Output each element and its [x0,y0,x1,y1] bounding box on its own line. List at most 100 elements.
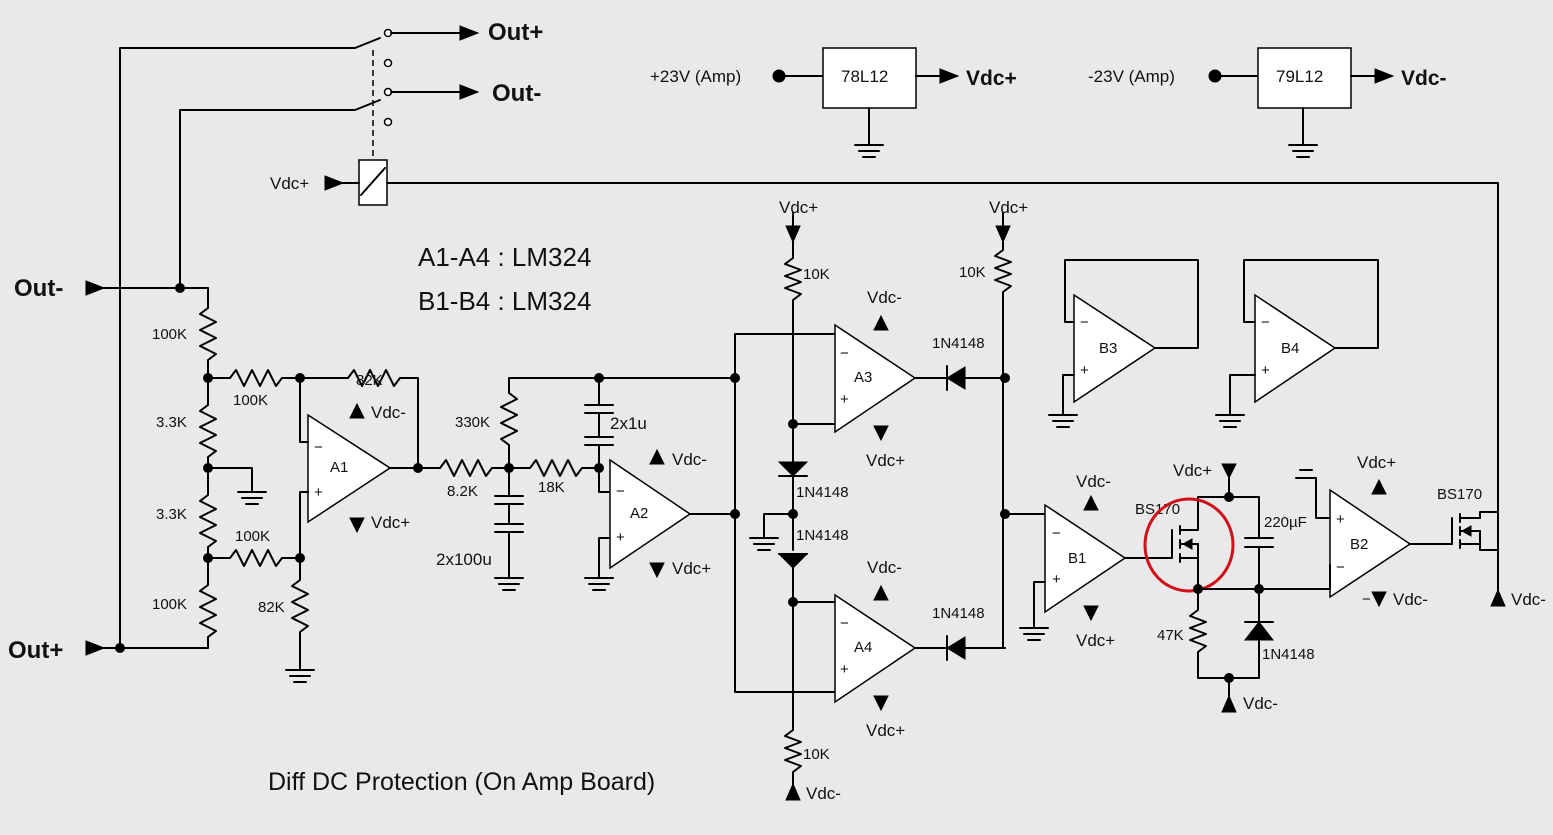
r-330k-label: 330K [455,414,490,431]
q-bs170-b-label: BS170 [1437,486,1482,503]
b2-plus: + [1336,511,1345,528]
opamp-b1 [1019,494,1173,641]
reg2-output-label: Vdc- [1401,67,1447,90]
r-33k-b-label: 3.3K [156,506,187,523]
a2-plus: + [616,529,625,546]
b3-label: B3 [1099,340,1117,357]
opamp-b3 [1048,259,1199,428]
b2-vneg-label: Vdc- [1393,590,1428,609]
a4-vpos-label: Vdc+ [866,721,905,740]
a2-vneg-label: Vdc- [672,450,707,469]
r-47k-label: 47K [1157,627,1184,644]
relay-vdc-label: Vdc+ [270,174,309,193]
b2-label: B2 [1350,536,1368,553]
d-a4-label: 1N4148 [932,605,985,622]
note-a-parts: A1-A4 : LM324 [418,242,591,272]
ladder-vpos-label: Vdc+ [779,198,818,217]
out-plus-arrow [85,640,106,656]
reg1-input-label: +23V (Amp) [650,67,741,86]
r-100k-b-label: 100K [235,528,270,545]
a2-vpos-label: Vdc+ [672,559,711,578]
b1-label: B1 [1068,550,1086,567]
timing-network [1189,463,1331,713]
d-a3-label: 1N4148 [932,335,985,352]
a1-vpos-label: Vdc+ [371,513,410,532]
opamp-a1 [285,369,441,683]
d-dn-label: 1N4148 [796,527,849,544]
a3-label: A3 [854,369,872,386]
b2-vpos-label: Vdc+ [1357,453,1396,472]
opamp-b4 [1215,259,1379,428]
a4-vneg-label: Vdc- [867,558,902,577]
out-plus-top-label: Out+ [488,19,543,46]
window-bus [730,212,836,801]
r-100k-top-label: 100K [152,326,187,343]
opamp-a4 [834,584,1006,712]
b1-vpos-label: Vdc+ [1076,631,1115,650]
r-10k-top-label: 10K [803,266,830,283]
out-minus-arrow [85,280,106,296]
timer-vneg-label: Vdc- [1243,694,1278,713]
q-bs170-a-label: BS170 [1135,501,1180,518]
relay-contacts [119,25,1499,649]
r-10k-bot-label: 10K [803,746,830,763]
ladder-vneg-label: Vdc- [806,784,841,803]
pullup-vpos-label: Vdc+ [989,198,1028,217]
b4-minus: − [1261,314,1270,331]
r-82-series-label: 8.2K [447,483,478,500]
a3-vneg-label: Vdc- [867,288,902,307]
opamp-a2 [584,448,736,591]
filter-network [417,373,736,591]
a4-minus: − [840,615,849,632]
a4-label: A4 [854,639,872,656]
a4-plus: + [840,661,849,678]
timer-vpos-label: Vdc+ [1173,461,1212,480]
r-18k-label: 18K [538,479,565,496]
a2-label: A2 [630,505,648,522]
opamp-b2 [1295,469,1453,608]
c-2x100u-label: 2x100u [436,550,492,569]
out-minus-top-label: Out- [492,80,541,107]
c-220uf-label: 220µF [1264,514,1307,531]
driver-vneg-label: Vdc- [1511,590,1546,609]
b2-vneg-minus: − [1362,591,1371,608]
r-82k-bot-label: 82K [258,599,285,616]
reg2-input-label: -23V (Amp) [1088,67,1175,86]
input-divider [199,287,301,649]
b2-minus: − [1336,559,1345,576]
b4-plus: + [1261,362,1270,379]
b3-plus: + [1080,362,1089,379]
a1-vneg-label: Vdc- [371,403,406,422]
out-plus-input-label: Out+ [8,637,63,664]
d-up-label: 1N4148 [796,484,849,501]
reg2-part-label: 79L12 [1276,67,1323,86]
b1-plus: + [1052,571,1061,588]
r-100k-bot-label: 100K [152,596,187,613]
r-10k-right-label: 10K [959,264,986,281]
highlight-circle [1143,497,1235,593]
d-b-label: 1N4148 [1262,646,1315,663]
r-100k-a-label: 100K [233,392,268,409]
mosfet-bs170-a [1171,496,1230,590]
r-82k-top-label: 82K [356,372,383,389]
a1-plus: + [314,484,323,501]
diagram-title: Diff DC Protection (On Amp Board) [268,768,655,796]
a3-plus: + [840,391,849,408]
mosfet-bs170-b [1451,511,1506,607]
b1-minus: − [1052,525,1061,542]
or-node [994,212,1046,649]
note-b-parts: B1-B4 : LM324 [418,286,591,316]
a2-minus: − [616,483,625,500]
reg1-output-label: Vdc+ [966,67,1017,90]
a3-minus: − [840,345,849,362]
b4-label: B4 [1281,340,1299,357]
a1-minus: − [314,439,323,456]
r-33k-a-label: 3.3K [156,414,187,431]
a3-vpos-label: Vdc+ [866,451,905,470]
opamp-a3 [834,314,1006,442]
c-2x1u-label: 2x1u [610,414,647,433]
reg1-part-label: 78L12 [841,67,888,86]
regulator-78l12 [772,47,960,158]
